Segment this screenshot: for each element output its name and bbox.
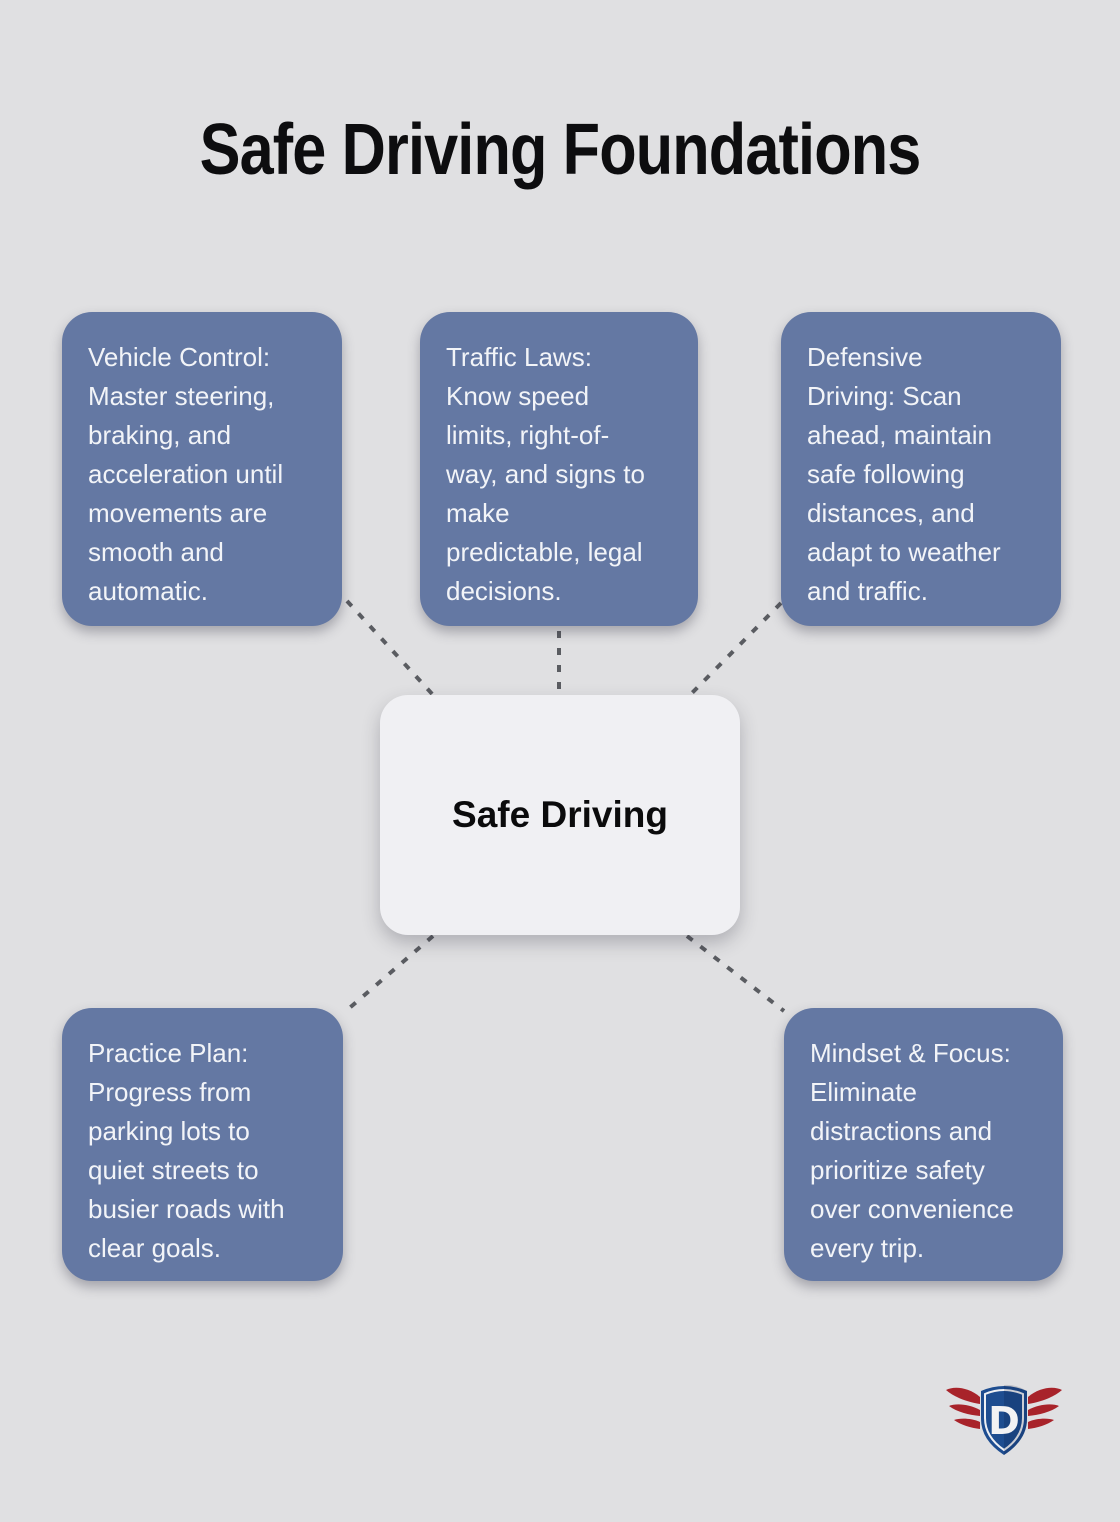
logo-shield	[981, 1386, 1027, 1455]
logo-left-wing	[946, 1387, 980, 1429]
card-defensive-driving: Defensive Driving: Scan ahead, maintain …	[781, 312, 1061, 626]
page-title: Safe Driving Foundations	[199, 110, 922, 190]
card-vehicle-control: Vehicle Control: Master steering, brakin…	[62, 312, 342, 626]
card-practice-plan: Practice Plan: Progress from parking lot…	[62, 1008, 343, 1281]
brand-logo-shield-icon: D	[946, 1384, 1062, 1455]
card-traffic-laws: Traffic Laws: Know speed limits, right-o…	[420, 312, 698, 626]
logo-shield-shade	[1004, 1384, 1027, 1455]
logo-letter: D	[988, 1399, 1020, 1443]
connector-practice-plan	[344, 934, 435, 1013]
connector-vehicle-control	[345, 599, 436, 698]
connector-mindset-focus	[685, 934, 786, 1013]
page-title-wrap: Safe Driving Foundations	[0, 109, 1120, 191]
connector-defensive-driving	[687, 601, 783, 698]
logo-right-wing	[1028, 1387, 1062, 1429]
card-mindset-focus: Mindset & Focus: Eliminate distractions …	[784, 1008, 1063, 1281]
center-node-label: Safe Driving	[452, 794, 668, 835]
center-node: Safe Driving	[380, 695, 740, 935]
logo-shield-inner-ring	[984, 1389, 1024, 1452]
